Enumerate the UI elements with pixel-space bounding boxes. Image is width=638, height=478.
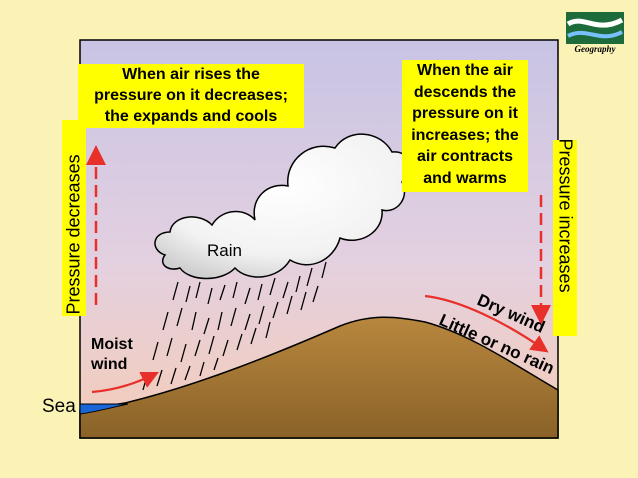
pressure-decreases-box: Pressure decreases xyxy=(62,120,86,316)
moist-wind-label: Moist wind xyxy=(91,335,133,375)
moist-wind-arrow xyxy=(91,372,159,394)
descending-line-4: increases; the xyxy=(411,126,519,144)
logo-icon xyxy=(566,12,624,44)
logo-text: Geography xyxy=(574,44,616,54)
rain-streaks xyxy=(142,261,327,391)
rain-label: Rain xyxy=(207,241,242,260)
pressure-increases-label: Pressure increases xyxy=(555,140,576,293)
sea-label: Sea xyxy=(42,396,76,417)
moist-wind-line-2: wind xyxy=(91,356,128,373)
pressure-decreases-label: Pressure decreases xyxy=(63,154,84,315)
descending-air-box: When the air descends the pressure on it… xyxy=(402,60,528,192)
sea-water xyxy=(79,403,129,415)
rising-air-box: When air rises the pressure on it decrea… xyxy=(78,64,304,128)
dry-wind-arrow xyxy=(424,294,549,353)
rising-line-3: the expands and cools xyxy=(104,108,278,125)
descending-line-6: and warms xyxy=(423,169,507,187)
descending-line-3: pressure on it xyxy=(412,105,518,122)
descending-line-1: When the air xyxy=(416,62,513,79)
rising-line-2: pressure on it decreases; xyxy=(94,87,288,104)
moist-wind-line-1: Moist xyxy=(91,336,133,353)
mountain-land xyxy=(79,316,559,439)
rising-line-1: When air rises the xyxy=(122,66,260,83)
geography-logo: Geography xyxy=(560,10,630,56)
descending-line-2: descends the xyxy=(413,83,517,101)
descending-line-5: air contracts xyxy=(416,148,514,165)
pressure-increases-box: Pressure increases xyxy=(553,140,577,336)
